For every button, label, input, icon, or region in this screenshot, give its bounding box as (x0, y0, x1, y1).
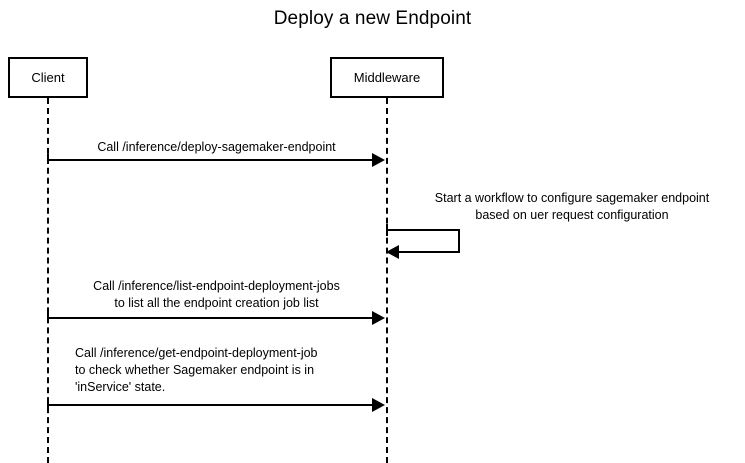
participant-box-client[interactable]: Client (8, 57, 88, 98)
message-arrow-line-3 (47, 404, 374, 406)
lifeline-client (47, 98, 49, 463)
arrow-head-icon-3 (372, 398, 385, 412)
lifeline-middleware (386, 98, 388, 463)
arrow-head-icon-self (386, 245, 399, 259)
message-label-start-workflow: Start a workflow to configure sagemaker … (434, 191, 710, 222)
message-arrow-line-2 (47, 317, 374, 319)
self-message-bottom-segment (399, 251, 460, 253)
participant-label-middleware: Middleware (353, 70, 421, 85)
message-label-deploy-sagemaker-endpoint: Call /inference/deploy-sagemaker-endpoin… (97, 140, 336, 154)
arrow-head-icon-2 (372, 311, 385, 325)
participant-box-middleware[interactable]: Middleware (330, 57, 444, 98)
self-message-right-segment (458, 229, 460, 252)
page-title: Deploy a new Endpoint (273, 8, 472, 29)
message-label-list-endpoint-deployment-jobs: Call /inference/list-endpoint-deployment… (93, 279, 340, 310)
message-label-get-endpoint-deployment-job: Call /inference/get-endpoint-deployment-… (75, 346, 318, 394)
arrow-head-icon-1 (372, 153, 385, 167)
self-message-top-segment (386, 229, 460, 231)
participant-label-client: Client (31, 70, 65, 85)
message-arrow-line-1 (47, 159, 374, 161)
